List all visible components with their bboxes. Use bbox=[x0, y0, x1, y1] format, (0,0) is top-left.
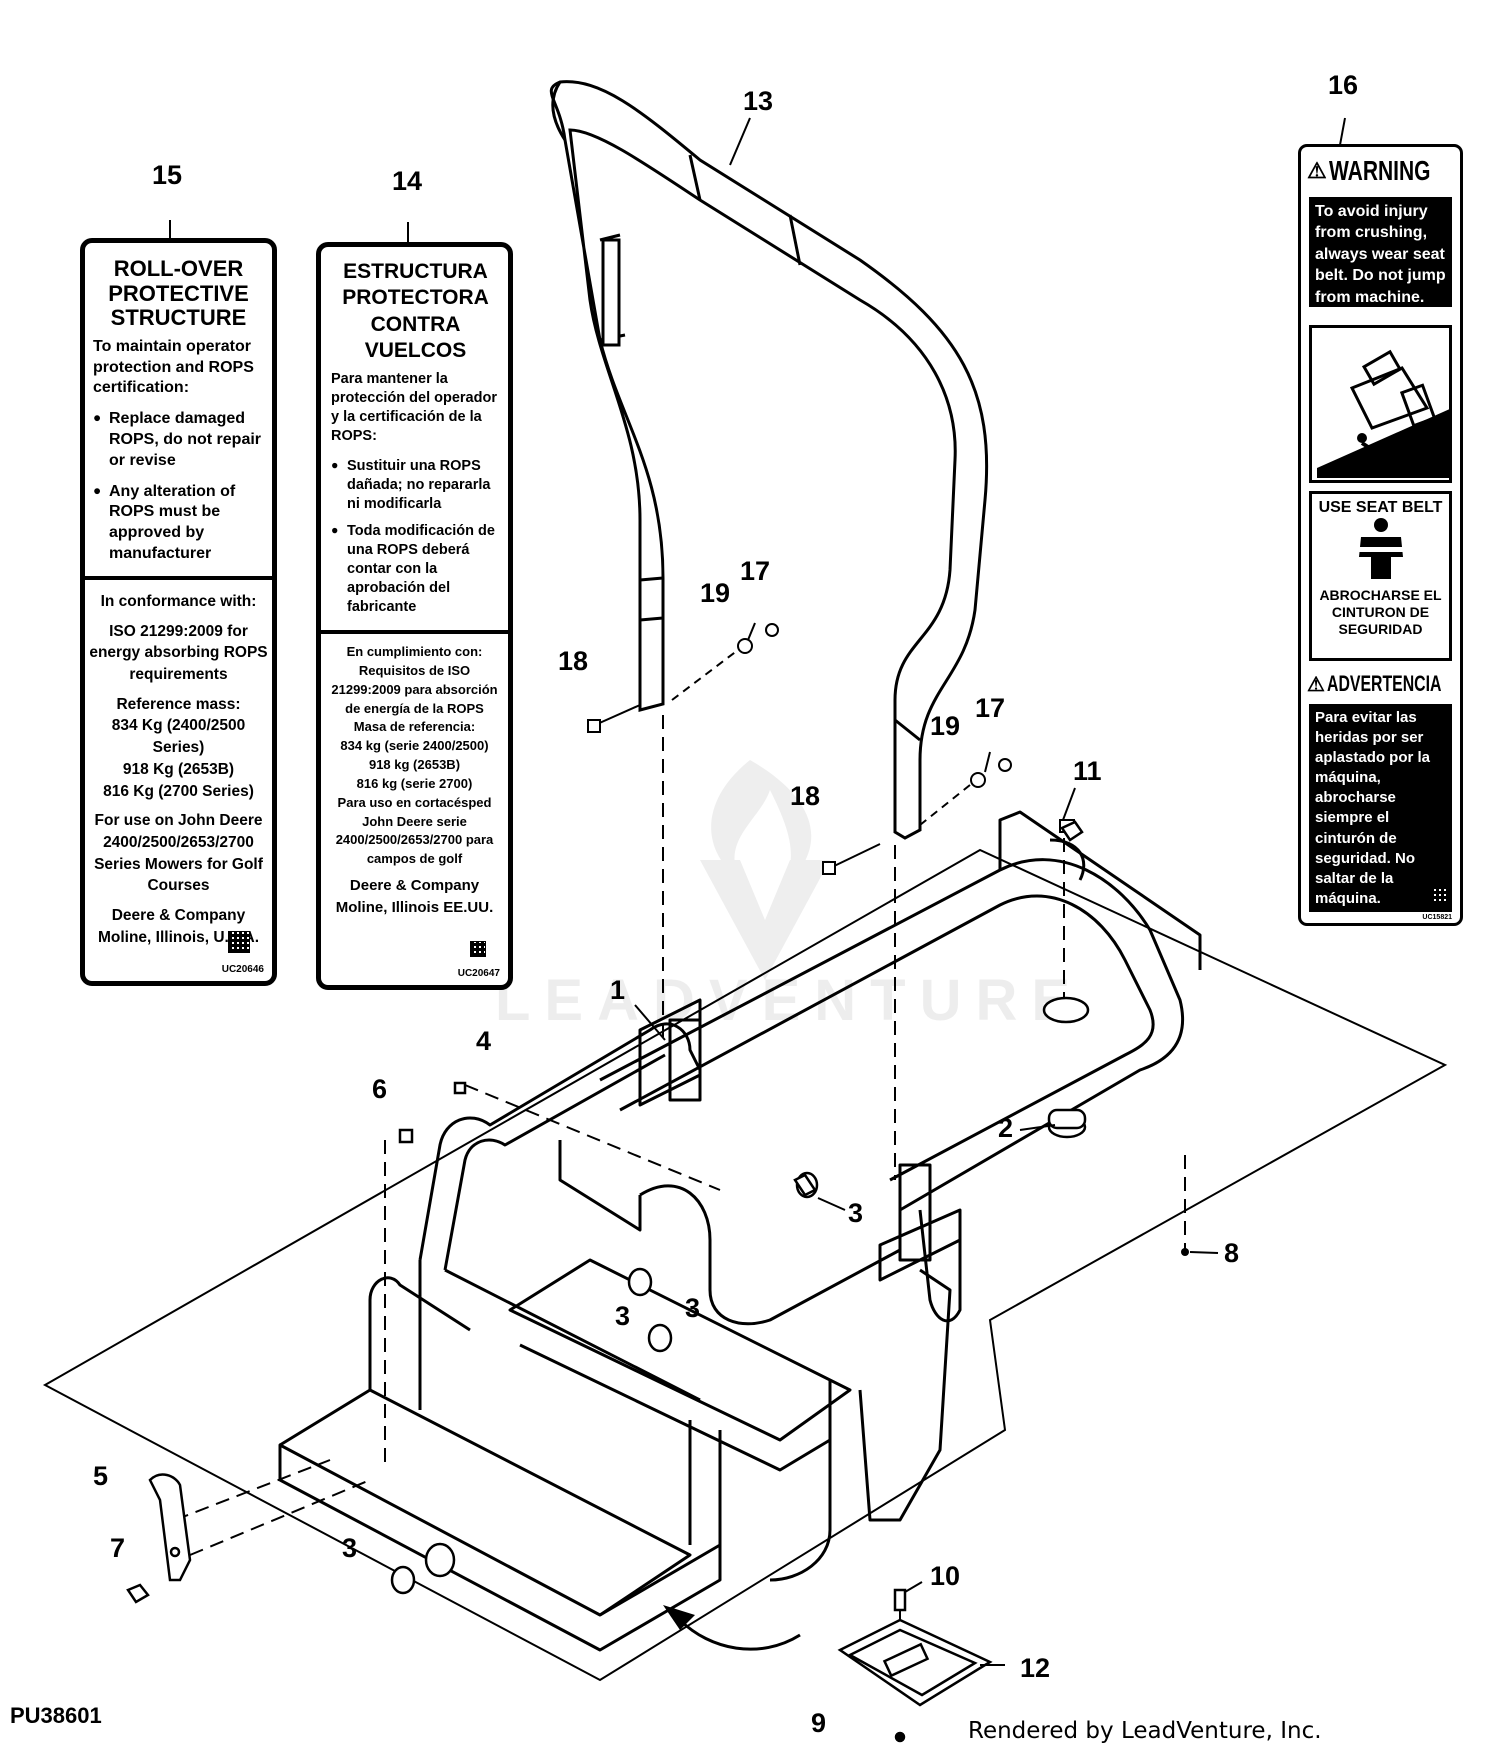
advertencia-title: ADVERTENCIA bbox=[1326, 671, 1442, 696]
callout-14: 14 bbox=[392, 166, 423, 196]
callout-3d: 3 bbox=[342, 1533, 358, 1563]
decal-es-bullet-1: Sustituir una ROPS dañada; no repararla … bbox=[331, 457, 500, 514]
advertencia-text: Para evitar las heridas por ser aplastad… bbox=[1309, 704, 1452, 912]
callout-3b: 3 bbox=[685, 1293, 701, 1323]
decal-es-company: Deere & Company Moline, Illinois EE.UU. bbox=[335, 877, 494, 916]
rollover-icon bbox=[1317, 349, 1452, 478]
advertencia-triangle-icon: ⚠ bbox=[1307, 673, 1325, 696]
warning-code: UC15821 bbox=[1422, 914, 1452, 921]
decal-en-mass-1: 834 Kg (2400/2500 Series) bbox=[111, 717, 246, 757]
decal-en-conformance: In conformance with: bbox=[100, 593, 257, 610]
rendered-by: Rendered by LeadVenture, Inc. bbox=[968, 1718, 1322, 1744]
crush-pictogram bbox=[1309, 325, 1452, 483]
decal-en-company: Deere & Company Moline, Illinois, U.S.A. bbox=[97, 906, 260, 946]
callout-5: 5 bbox=[93, 1461, 109, 1491]
callout-17b: 17 bbox=[975, 693, 1006, 723]
decal-es-code: UC20647 bbox=[457, 968, 500, 979]
callout-19a: 19 bbox=[700, 578, 731, 608]
decal-en-bullet-2: Any alteration of ROPS must be approved … bbox=[93, 482, 264, 565]
rops-decal-english: ROLL-OVER PROTECTIVE STRUCTURE To mainta… bbox=[80, 238, 277, 986]
seatbelt-panel: USE SEAT BELT ABROCHARSE EL CINTURON DE … bbox=[1309, 491, 1452, 661]
decal-es-use: Para uso en cortacésped John Deere serie… bbox=[335, 794, 494, 867]
warning-qr bbox=[1430, 887, 1448, 905]
callout-3c: 3 bbox=[615, 1301, 631, 1331]
callout-10: 10 bbox=[930, 1561, 961, 1591]
callout-1: 1 bbox=[610, 975, 626, 1005]
callout-16: 16 bbox=[1328, 70, 1359, 100]
callout-18a: 18 bbox=[558, 646, 589, 676]
watermark-logo bbox=[700, 760, 830, 980]
decal-en-mass-3: 816 Kg (2700 Series) bbox=[103, 782, 254, 800]
callout-2: 2 bbox=[998, 1113, 1014, 1143]
warning-title: WARNING bbox=[1328, 155, 1431, 186]
callout-13: 13 bbox=[743, 86, 774, 116]
part-code: PU38601 bbox=[10, 1703, 102, 1728]
decal-es-mass-label: Masa de referencia: bbox=[353, 719, 476, 735]
bracket-5 bbox=[126, 1473, 192, 1604]
warning-header: ⚠ WARNING bbox=[1307, 155, 1454, 187]
rops-hoop bbox=[549, 80, 989, 840]
callout-17a: 17 bbox=[740, 556, 771, 586]
callout-7: 7 bbox=[110, 1533, 126, 1563]
decal-en-mass-2: 918 Kg (2653B) bbox=[122, 760, 235, 778]
decal-en-mass-label: Reference mass: bbox=[116, 695, 241, 713]
callout-9: 9 bbox=[811, 1708, 827, 1738]
advertencia-header: ⚠ ADVERTENCIA bbox=[1307, 671, 1454, 697]
decal-en-title: ROLL-OVER PROTECTIVE STRUCTURE bbox=[108, 256, 249, 331]
warning-decal: ⚠ WARNING To avoid injury from crushing,… bbox=[1298, 144, 1463, 926]
seatbelt-label-es: ABROCHARSE EL CINTURON DE SEGURIDAD bbox=[1319, 587, 1442, 637]
seatbelt-icon bbox=[1356, 518, 1405, 579]
rops-decal-spanish: ESTRUCTURA PROTECTORA CONTRA VUELCOS Par… bbox=[316, 242, 513, 990]
ground-plane bbox=[42, 848, 1448, 1682]
detail-arrow bbox=[678, 1618, 801, 1651]
watermark-text: LEADVENTURE bbox=[495, 968, 1084, 1033]
decal-en-intro: To maintain operator protection and ROPS… bbox=[93, 337, 254, 397]
assembly-lines bbox=[174, 715, 1186, 1660]
decal-es-iso: Requisitos de ISO 21299:2009 para absorc… bbox=[331, 662, 498, 716]
callout-8: 8 bbox=[1224, 1238, 1240, 1268]
warning-triangle-icon: ⚠ bbox=[1307, 158, 1327, 183]
decal-en-iso: ISO 21299:2009 for energy absorbing ROPS… bbox=[89, 622, 268, 684]
decal-es-mass-2: 918 kg (2653B) bbox=[368, 757, 461, 773]
decal-es-bullet-2: Toda modificación de una ROPS deberá con… bbox=[331, 522, 500, 618]
decal-en-use: For use on John Deere 2400/2500/2653/270… bbox=[94, 812, 263, 895]
decal-es-mass-1: 834 kg (serie 2400/2500) bbox=[340, 738, 489, 754]
decal-es-conformance: En cumplimiento con: bbox=[346, 644, 483, 659]
leader-lines bbox=[169, 117, 1346, 1666]
callout-15: 15 bbox=[152, 160, 183, 190]
plate-12 bbox=[837, 1588, 993, 1743]
callout-4: 4 bbox=[476, 1026, 492, 1056]
mower-frame bbox=[278, 810, 1202, 1652]
callout-18b: 18 bbox=[790, 781, 821, 811]
decal-en-code: UC20646 bbox=[221, 964, 264, 975]
decal-en-bullet-1: Replace damaged ROPS, do not repair or r… bbox=[93, 409, 264, 471]
decal-es-intro: Para mantener la protección del operador… bbox=[331, 371, 497, 445]
callout-12: 12 bbox=[1020, 1653, 1051, 1683]
decal-es-qr bbox=[470, 941, 486, 957]
decal-es-title: ESTRUCTURA PROTECTORA CONTRA VUELCOS bbox=[342, 260, 489, 362]
callout-19b: 19 bbox=[930, 711, 961, 741]
decal-en-qr bbox=[228, 931, 250, 953]
callout-6: 6 bbox=[372, 1074, 388, 1104]
callout-3a: 3 bbox=[848, 1198, 864, 1228]
decal-es-mass-3: 816 kg (serie 2700) bbox=[356, 775, 473, 791]
bushings bbox=[390, 820, 1090, 1595]
callout-11: 11 bbox=[1073, 756, 1102, 786]
warning-text-en: To avoid injury from crushing, always we… bbox=[1309, 197, 1452, 307]
bolt-8 bbox=[1181, 1248, 1189, 1256]
detail-arrowhead bbox=[663, 1605, 695, 1630]
seatbelt-label: USE SEAT BELT bbox=[1318, 499, 1443, 516]
